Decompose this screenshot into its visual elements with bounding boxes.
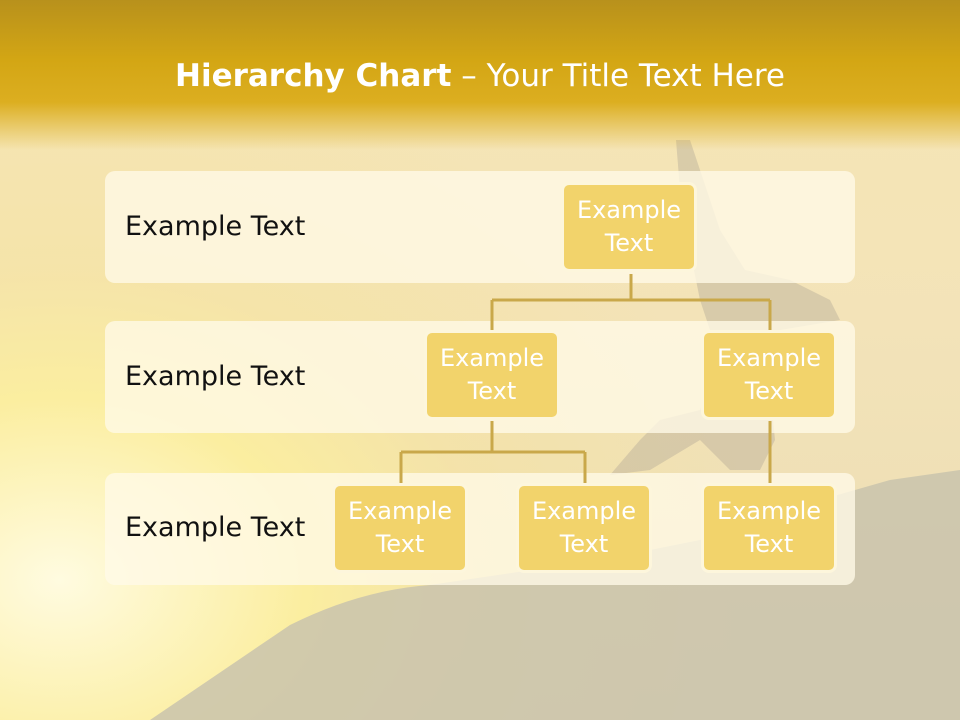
node-level2-left[interactable]: Example Text [424, 330, 560, 420]
connector-left-to-level3 [399, 421, 587, 483]
node-level3-a[interactable]: Example Text [332, 483, 468, 573]
level-label-1: Example Text [125, 211, 306, 242]
title-bold: Hierarchy Chart [175, 58, 452, 94]
header-band [0, 0, 960, 150]
connector-root-to-level2 [490, 274, 772, 330]
level-label-2: Example Text [125, 361, 306, 392]
figure-silhouette [610, 140, 840, 475]
level-label-3: Example Text [125, 512, 306, 543]
title-rest: – Your Title Text Here [451, 58, 785, 94]
node-root[interactable]: Example Text [561, 182, 697, 272]
node-level3-b[interactable]: Example Text [516, 483, 652, 573]
node-level3-c[interactable]: Example Text [701, 483, 837, 573]
slide-title: Hierarchy Chart – Your Title Text Here [0, 56, 960, 96]
node-level2-right[interactable]: Example Text [701, 330, 837, 420]
level-band-1 [105, 171, 855, 283]
